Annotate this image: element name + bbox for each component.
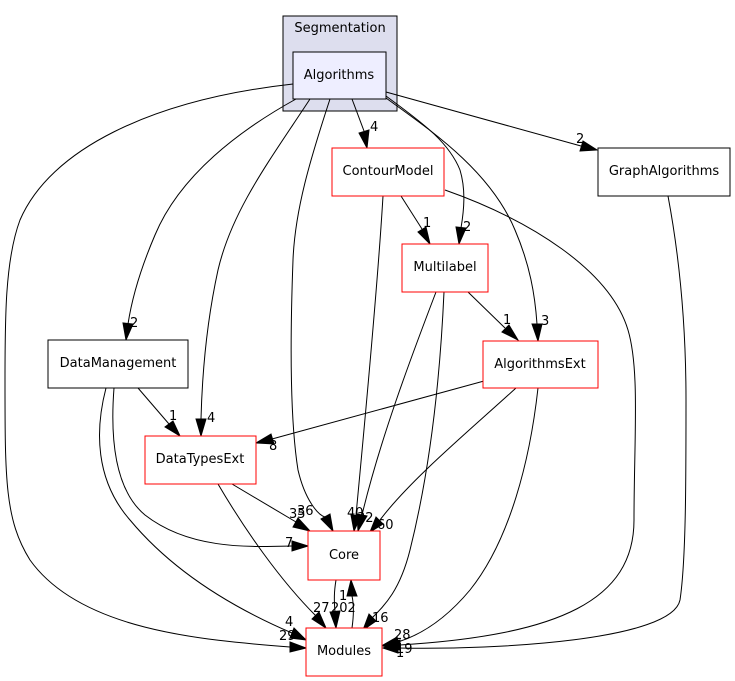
edge-count-label: 4	[207, 411, 215, 426]
node-modules[interactable]: Modules	[305, 627, 383, 677]
edge-count-label: 202	[331, 601, 356, 616]
node-datatypesext[interactable]: DataTypesExt	[144, 435, 257, 485]
edge-count-label: 36	[297, 504, 314, 519]
edge-contourmodel-multilabel[interactable]: 1	[400, 195, 431, 246]
node-label: Algorithms	[304, 68, 375, 83]
edges: 4 2 2 3 2 4	[4, 83, 687, 661]
edge-multilabel-algorithmsext[interactable]: 1	[467, 291, 520, 342]
edge-count-label: 4	[285, 615, 293, 630]
edge-algorithmsext-core[interactable]: 60	[368, 387, 517, 534]
cluster-label: Segmentation	[294, 21, 385, 36]
node-datamanagement[interactable]: DataManagement	[47, 339, 189, 389]
node-label: GraphAlgorithms	[609, 164, 720, 179]
edge-multilabel-core[interactable]: 32	[356, 291, 437, 533]
nodes: Algorithms ContourModel GraphAlgorithms …	[47, 51, 731, 677]
edge-algorithms-core[interactable]: 36	[290, 98, 334, 533]
edge-algorithms-contourmodel[interactable]: 4	[351, 98, 378, 150]
edge-count-label: 28	[394, 628, 411, 643]
node-label: DataManagement	[60, 356, 177, 371]
edge-count-label: 1	[503, 313, 511, 328]
edge-algorithmsext-modules[interactable]: 28	[381, 387, 539, 648]
edge-contourmodel-core[interactable]: 40	[347, 195, 384, 533]
edge-count-label: 27	[313, 601, 330, 616]
edge-count-label: 3	[541, 314, 549, 329]
edge-algorithms-multilabel[interactable]: 2	[385, 95, 471, 246]
edge-datatypesext-core[interactable]: 35	[231, 483, 312, 532]
edge-multilabel-modules[interactable]: 16	[361, 291, 445, 632]
node-graphalgorithms[interactable]: GraphAlgorithms	[597, 147, 731, 197]
edge-algorithmsext-datatypesext[interactable]: 8	[254, 380, 485, 454]
edge-count-label: 1	[423, 216, 431, 231]
node-label: Modules	[317, 644, 371, 659]
edge-algorithms-datatypesext[interactable]: 4	[195, 98, 311, 438]
edge-count-label: 35	[289, 507, 306, 522]
node-label: DataTypesExt	[156, 452, 245, 467]
node-label: Multilabel	[413, 260, 476, 275]
edge-algorithms-datamanagement[interactable]: 2	[122, 98, 297, 342]
node-algorithms[interactable]: Algorithms	[292, 51, 387, 100]
node-algorithmsext[interactable]: AlgorithmsExt	[482, 340, 599, 389]
node-label: Core	[329, 548, 359, 563]
edge-count-label: 1	[339, 589, 347, 604]
node-label: ContourModel	[343, 164, 434, 179]
edge-algorithms-graphalgorithms[interactable]: 2	[385, 91, 599, 152]
node-multilabel[interactable]: Multilabel	[401, 243, 489, 293]
edge-datamanagement-core[interactable]: 7	[112, 387, 310, 552]
edge-count-label: 32	[357, 511, 374, 526]
node-contourmodel[interactable]: ContourModel	[331, 147, 445, 197]
edge-count-label: 8	[269, 439, 277, 454]
edge-count-label: 2	[130, 316, 138, 331]
edge-datamanagement-datatypesext[interactable]: 1	[137, 387, 182, 438]
edge-count-label: 1	[169, 409, 177, 424]
node-core[interactable]: Core	[307, 530, 381, 581]
edge-datatypesext-modules[interactable]: 27	[217, 483, 330, 630]
edge-count-label: 2	[576, 132, 584, 147]
edge-datamanagement-modules[interactable]: 4	[99, 387, 308, 641]
edge-count-label: 60	[377, 518, 394, 533]
edge-count-label: 4	[370, 120, 378, 135]
node-label: AlgorithmsExt	[494, 357, 585, 372]
edge-modules-core[interactable]: 1	[339, 578, 358, 629]
edge-count-label: 2	[463, 220, 471, 235]
edge-graphalgorithms-modules[interactable]: 1	[381, 195, 687, 661]
edge-count-label: 16	[372, 611, 389, 626]
edge-count-label: 7	[285, 536, 293, 551]
edge-core-modules[interactable]: 202	[329, 579, 356, 630]
edge-count-label: 1	[396, 646, 404, 661]
